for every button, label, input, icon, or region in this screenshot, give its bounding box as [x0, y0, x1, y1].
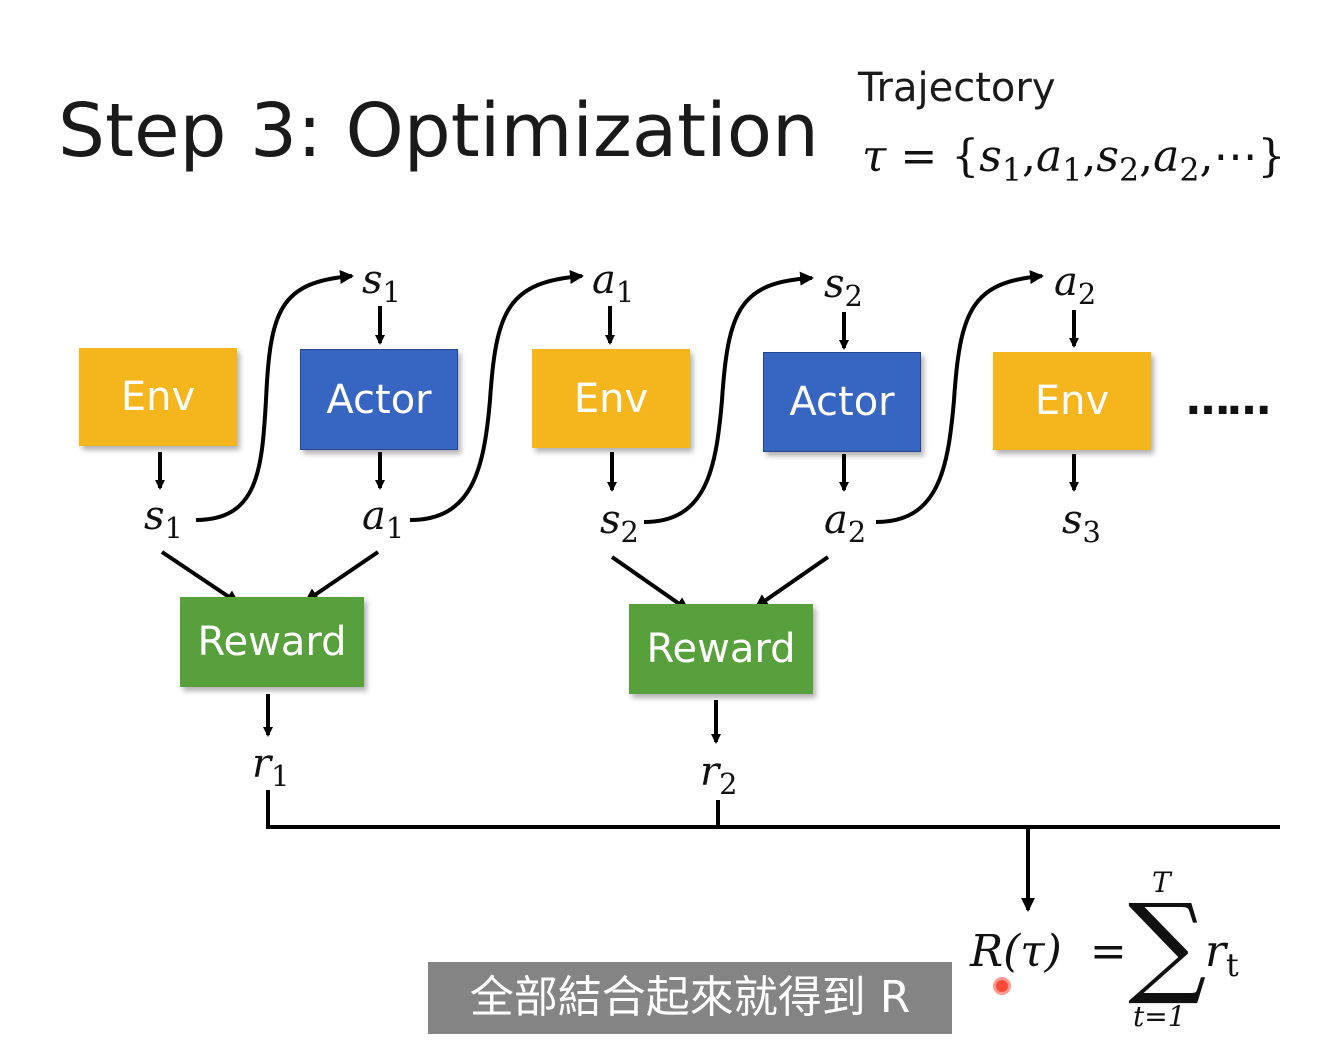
page-title: Step 3: Optimization [58, 88, 819, 174]
summation-sign: ∑ [1128, 880, 1207, 1008]
trajectory-ellipsis: ⋯ [1213, 131, 1258, 182]
actor-box-1: Actor [300, 349, 458, 450]
arrow-s1-reward1 [160, 550, 240, 605]
bottom-var-a2: a2 [824, 497, 867, 549]
bottom-var-s1: s1 [144, 493, 183, 545]
arrow-a2-reward2 [754, 555, 830, 609]
top-var-s2: s2 [824, 261, 863, 313]
env-box-1: Env [79, 348, 237, 446]
trajectory-equals: = [900, 131, 938, 182]
laser-pointer-icon [993, 977, 1011, 995]
arrow-a1-reward1 [304, 550, 380, 603]
reward-var-r1: r1 [252, 741, 290, 793]
trajectory-item: s2 [1096, 131, 1140, 189]
top-var-s1: s1 [362, 257, 401, 309]
sum-bus [266, 790, 1280, 829]
arrow-s2-reward2 [610, 555, 690, 612]
curve-a1 [409, 269, 584, 522]
trajectory-item: a2 [1153, 131, 1200, 189]
curve-s1 [195, 270, 354, 522]
trajectory-open-brace: { [951, 131, 980, 182]
sum-lower-limit: t=1 [1133, 1000, 1186, 1033]
trajectory-item: s1 [979, 131, 1022, 189]
subtitle-caption: 全部結合起來就得到 R [428, 962, 952, 1034]
env-box-3: Env [993, 352, 1151, 450]
bottom-var-s2: s2 [600, 497, 639, 549]
reward-var-r2: r2 [700, 749, 738, 801]
trajectory-item: a1 [1035, 131, 1083, 189]
bottom-var-a1: a1 [362, 493, 405, 545]
trajectory-close-brace: } [1257, 131, 1286, 182]
return-formula: R(τ) = [970, 925, 1127, 979]
curve-s2 [643, 271, 814, 524]
reward-box-1: Reward [180, 597, 364, 687]
return-term: rt [1205, 926, 1239, 984]
return-equals: = [1089, 926, 1127, 977]
actor-box-2: Actor [763, 352, 921, 452]
reward-box-2: Reward [629, 604, 813, 694]
bottom-var-s3: s3 [1062, 497, 1101, 549]
trajectory-label: Trajectory [858, 65, 1056, 111]
tau-symbol: τ [862, 131, 887, 182]
continuation-ellipsis: …… [1186, 374, 1271, 425]
sum-upper-limit: T [1152, 866, 1171, 899]
top-var-a1: a1 [592, 257, 635, 309]
curve-a2 [875, 270, 1044, 524]
return-lhs: R(τ) [970, 926, 1062, 977]
trajectory-formula: τ = {s1,a1,s2,a2,⋯} [862, 131, 1286, 189]
top-var-a2: a2 [1054, 259, 1097, 311]
env-box-2: Env [532, 349, 690, 448]
